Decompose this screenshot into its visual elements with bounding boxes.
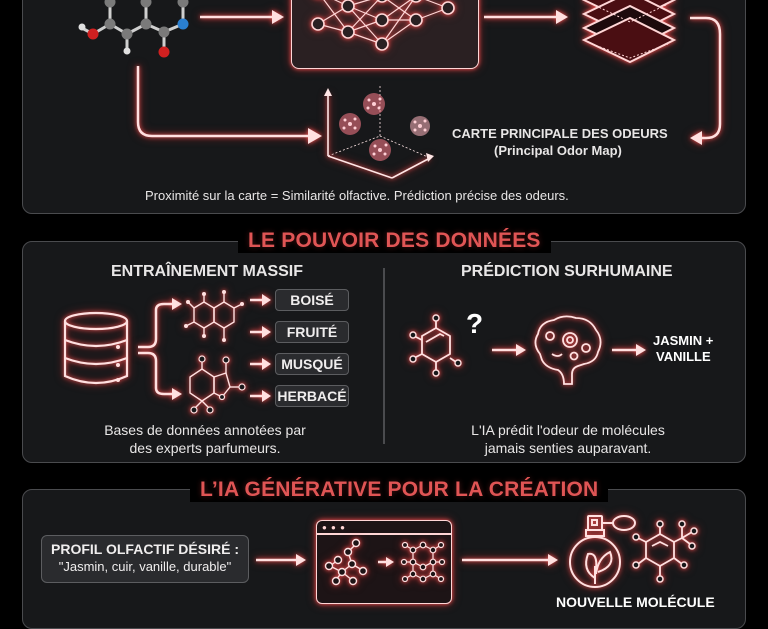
arrow-right-icon [250,294,271,306]
window-titlebar [317,533,451,535]
section1-caption: Proximité sur la carte = Similarité olfa… [145,188,569,203]
arrow-right-icon [250,390,271,402]
perfume-bottle-icon [569,515,636,588]
generative-ai-title: L’IA GÉNÉRATIVE POUR LA CRÉATION [190,478,609,502]
training-heading: ENTRAÎNEMENT MASSIF [111,263,303,280]
prediction-caption: L'IA prédit l'odeur de molécules jamais … [408,421,728,457]
prediction-caption-line2: jamais senties auparavant. [484,440,652,456]
window-dots: ● ● ● [322,523,346,532]
data-power-title: LE POUVOIR DES DONNÉES [238,229,551,253]
odor-map-label: CARTE PRINCIPALE DES ODEURS [452,126,668,141]
tag-fruite: FRUITÉ [275,321,349,343]
arrow-right-icon [256,554,306,566]
training-caption: Bases de données annotées par des expert… [60,421,350,457]
arrow-right-icon [492,344,526,356]
molecule-graph-icon [324,538,368,586]
desired-profile-label: PROFIL OLFACTIF DÉSIRÉ : [51,541,239,557]
database-icon [63,311,129,385]
training-caption-line1: Bases de données annotées par [104,422,306,438]
new-molecule-icon [632,520,698,583]
arrow-right-icon [378,557,394,567]
section-divider [383,268,385,444]
question-mark: ? [466,308,484,339]
molecule-icon [184,290,244,342]
brain-gears-icon [534,315,602,385]
unknown-molecule-icon [409,314,462,377]
new-molecule-label: NOUVELLE MOLÉCULE [556,594,715,610]
arrow-right-icon [250,326,271,338]
layers-icon [581,0,677,64]
arrow-right-icon [484,10,568,24]
molecule-3d-icon [78,0,189,58]
complex-molecule-icon [400,541,446,583]
arrow-right-icon [250,358,271,370]
prediction-heading: PRÉDICTION SURHUMAINE [461,263,673,280]
arrow-to-map-icon [136,66,322,144]
molecule-icon [189,355,246,414]
training-caption-line2: des experts parfumeurs. [129,440,281,456]
odor-map-sublabel: (Principal Odor Map) [494,143,622,158]
neural-network-icon [311,0,455,51]
prediction-result-line2: VANILLE [656,349,711,364]
arrow-right-icon [462,554,558,566]
arrow-right-icon [200,10,284,24]
arrow-right-icon [612,344,646,356]
branch-arrows-icon [138,298,182,400]
tag-herbace: HERBACÉ [275,385,349,407]
desired-profile-value: "Jasmin, cuir, vanille, durable" [58,559,232,574]
tag-boise: BOISÉ [275,289,349,311]
return-arrow-icon [690,16,722,145]
desired-profile-box: PROFIL OLFACTIF DÉSIRÉ : "Jasmin, cuir, … [41,535,249,583]
prediction-caption-line1: L'IA prédit l'odeur de molécules [471,422,665,438]
odor-map-3d-icon [324,86,434,179]
prediction-result-line1: JASMIN + [653,333,714,348]
tag-musque: MUSQUÉ [275,353,349,375]
